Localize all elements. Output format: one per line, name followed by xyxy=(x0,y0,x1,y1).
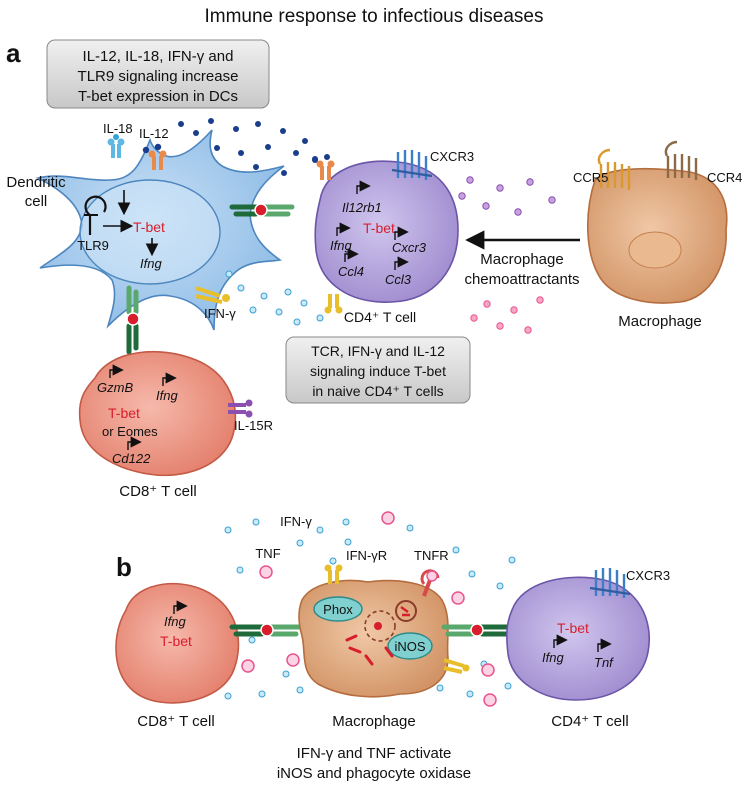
ccr4-label: CCR4 xyxy=(707,170,742,185)
chemo-label-2: chemoattractants xyxy=(464,271,579,288)
il12-label: IL-12 xyxy=(139,126,169,141)
tnfr-label: TNFR xyxy=(414,548,449,563)
phox-enzyme: Phox xyxy=(313,596,363,622)
inos-enzyme: iNOS xyxy=(387,632,433,660)
cd4-t-cell-a xyxy=(314,160,459,303)
inos-label: iNOS xyxy=(394,639,425,654)
mac-tnfr xyxy=(420,569,440,597)
ccr5-label: CCR5 xyxy=(573,170,608,185)
dc-ifng-receptor xyxy=(195,286,230,304)
chemokines-pink xyxy=(470,296,544,334)
gene-ifng-cd8a: Ifng xyxy=(156,388,178,403)
tnf-label-b: TNF xyxy=(255,546,280,561)
cd8-tbet-b: T-bet xyxy=(160,633,192,649)
dendritic-cell xyxy=(35,129,285,331)
cd4-box-line-2: signaling induce T-bet xyxy=(310,363,446,379)
dc-box-line-2: TLR9 signaling increase xyxy=(78,68,239,85)
cxcr3-label-b: CXCR3 xyxy=(626,568,670,583)
cd4-b-ifng-receptor xyxy=(443,658,470,674)
cd4-box-line-1: TCR, IFN-γ and IL-12 xyxy=(311,343,445,359)
il15r-label: IL-15R xyxy=(234,418,273,433)
dc-box-line-3: T-bet expression in DCs xyxy=(78,88,238,105)
gene-ccl3: Ccl3 xyxy=(385,272,412,287)
cd4-box-line-3: in naive CD4⁺ T cells xyxy=(312,383,443,399)
ccr5-receptor xyxy=(597,148,631,190)
cxcr3-label-a: CXCR3 xyxy=(430,149,474,164)
tlr9-label: TLR9 xyxy=(77,238,109,253)
cd4-tbet-b: T-bet xyxy=(557,620,589,636)
phagosome xyxy=(345,600,417,666)
gene-cxcr3: Cxcr3 xyxy=(392,240,427,255)
chemo-label-1: Macrophage xyxy=(480,251,563,268)
cd4-label-b: CD4⁺ T cell xyxy=(551,713,628,730)
dc-ifng-label: IFN-γ xyxy=(204,306,236,321)
cd4-tnf-b: Tnf xyxy=(594,655,614,670)
dc-cd8-synapse xyxy=(126,285,140,355)
phox-label: Phox xyxy=(323,602,353,617)
il12-receptor xyxy=(142,143,167,170)
gene-cd122: Cd122 xyxy=(112,451,151,466)
cxcr3-receptor-a xyxy=(391,150,433,180)
cd4-ifng-b: Ifng xyxy=(542,650,564,665)
cd8-tbet-a: T-bet xyxy=(108,405,140,421)
cd4-il12-receptor xyxy=(312,154,335,180)
dc-box-line-1: IL-12, IL-18, IFN-γ and xyxy=(83,48,234,65)
gene-gzmb: GzmB xyxy=(97,380,133,395)
macrophage-label-b: Macrophage xyxy=(332,713,415,730)
il18-receptor xyxy=(107,134,125,158)
cxcr3-receptor-b xyxy=(589,568,631,598)
cd8-label-b: CD8⁺ T cell xyxy=(137,713,214,730)
macrophage-label-a: Macrophage xyxy=(618,313,701,330)
dc-tbet: T-bet xyxy=(133,219,165,235)
dc-ifng: Ifng xyxy=(140,256,162,271)
caption-line-1: IFN-γ and TNF activate xyxy=(297,745,452,762)
macrophage-a xyxy=(587,167,728,304)
cd4-tbet-a: T-bet xyxy=(363,220,395,236)
mac-ifngr xyxy=(324,557,343,584)
ifngr-label: IFN-γR xyxy=(346,548,387,563)
il18-label: IL-18 xyxy=(103,121,133,136)
dc-label-line-2: cell xyxy=(25,193,48,210)
cd4-ifng-receptor xyxy=(324,294,343,314)
ccr4-receptor xyxy=(664,140,698,180)
gene-ccl4: Ccl4 xyxy=(338,264,364,279)
ifng-label-b: IFN-γ xyxy=(280,514,312,529)
panel-a-label: a xyxy=(6,38,21,68)
tlr9-receptor xyxy=(84,195,107,235)
il15r-receptor xyxy=(228,399,253,418)
figure-title: Immune response to infectious diseases xyxy=(204,6,543,27)
dc-label-line-1: Dendritic xyxy=(6,174,66,191)
cd4-info-box: TCR, IFN-γ and IL-12 signaling induce T-… xyxy=(285,336,471,404)
dc-info-box: IL-12, IL-18, IFN-γ and TLR9 signaling i… xyxy=(46,39,270,109)
cd8-ifng-b: Ifng xyxy=(164,614,186,629)
gene-il12rb1: Il12rb1 xyxy=(342,200,382,215)
chemokines-purple xyxy=(458,176,556,216)
tnf-cytokines-b xyxy=(241,511,497,707)
gene-ifng-a: Ifng xyxy=(330,238,352,253)
cd8-mac-synapse xyxy=(229,623,303,637)
cd8-eomes: or Eomes xyxy=(102,424,158,439)
ifng-cytokines-a xyxy=(225,270,324,326)
mac-cd4-synapse xyxy=(441,623,513,637)
cd4-label-a: CD4⁺ T cell xyxy=(344,309,416,325)
cd4-t-cell-b xyxy=(506,576,650,701)
cd8-t-cell-a xyxy=(78,350,237,477)
dc-cd4-synapse xyxy=(229,203,295,217)
panel-b-label: b xyxy=(116,552,132,582)
cd8-t-cell-b xyxy=(115,582,240,704)
caption-line-2: iNOS and phagocyte oxidase xyxy=(277,765,471,782)
cd8-label-a: CD8⁺ T cell xyxy=(119,483,196,500)
